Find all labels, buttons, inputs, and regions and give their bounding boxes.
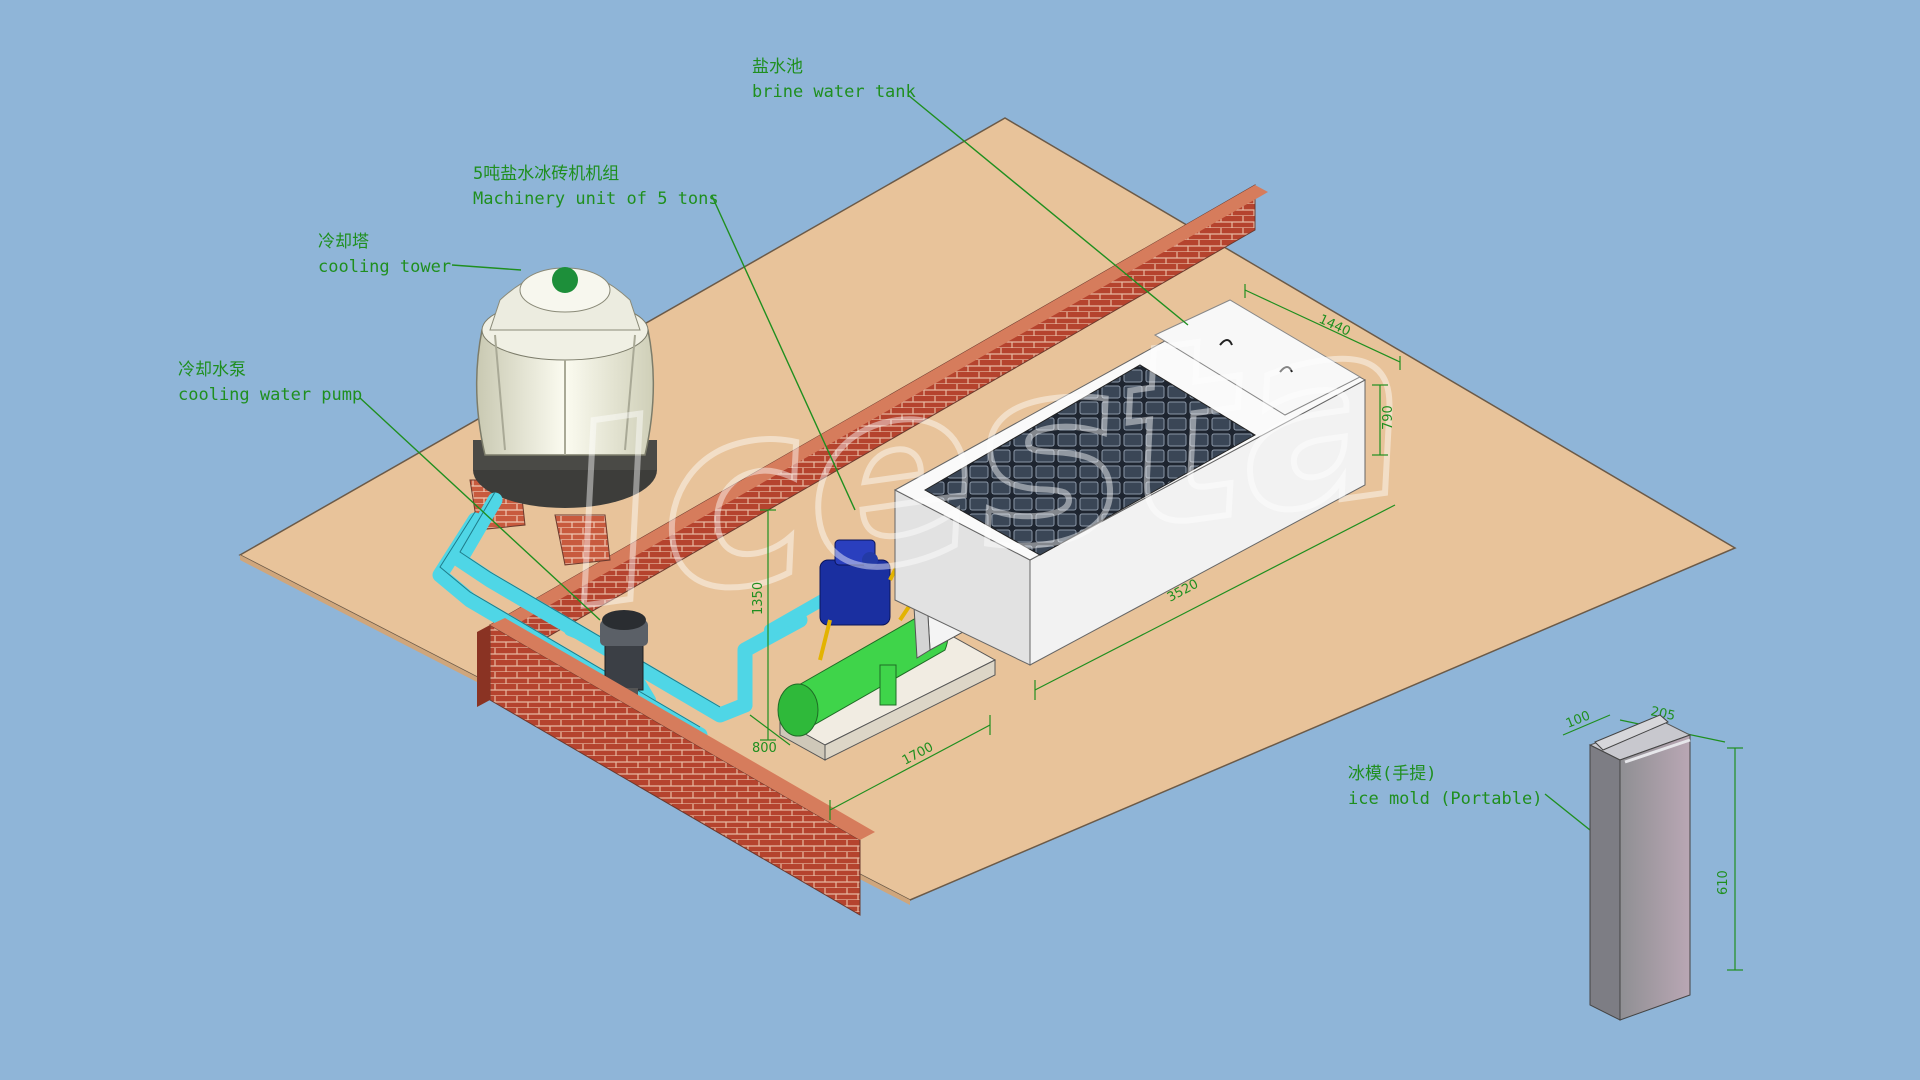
lid-handle-icon-2 — [1279, 366, 1293, 373]
label-cooling-pump-zh: 冷却水泵 — [178, 360, 246, 380]
label-cooling-tower-zh: 冷却塔 — [318, 232, 369, 252]
leader-lines — [359, 94, 1591, 831]
label-cooling-pump-en: cooling water pump — [178, 385, 363, 405]
portable-ice-mold — [1588, 714, 1692, 1021]
label-cooling-tower: 冷却塔 cooling tower — [318, 230, 451, 280]
dim-tank-height: 790 — [1381, 405, 1396, 430]
tank-lid — [1153, 299, 1362, 416]
dimension-lines — [749, 284, 1743, 971]
label-cooling-tower-en: cooling tower — [318, 257, 452, 277]
brick-wall-front — [477, 618, 875, 916]
label-machinery: 5吨盐水冰砖机机组 Machinery unit of 5 tons — [473, 162, 719, 212]
lid-handle-icon — [1219, 339, 1233, 346]
label-machinery-zh: 5吨盐水冰砖机机组 — [473, 164, 620, 184]
label-brine-tank: 盐水池 brine water tank — [752, 55, 916, 105]
label-machinery-en: Machinery unit of 5 tons — [473, 189, 719, 209]
label-ice-mold-zh: 冰模(手提) — [1348, 764, 1437, 784]
receiver-tank — [879, 664, 897, 706]
compressor — [819, 539, 891, 626]
label-ice-mold: 冰模(手提) ice mold (Portable) — [1348, 762, 1542, 812]
brine-water-tank — [893, 299, 1367, 666]
tower-fan-motor-icon — [552, 267, 578, 293]
label-ice-mold-en: ice mold (Portable) — [1348, 789, 1543, 809]
dim-unit-width: 800 — [752, 741, 777, 756]
label-brine-tank-en: brine water tank — [752, 82, 916, 102]
cooling-tower — [469, 267, 657, 566]
dim-mold-height: 610 — [1716, 870, 1731, 895]
label-cooling-pump: 冷却水泵 cooling water pump — [178, 358, 362, 408]
ice-mold-grid — [923, 364, 1256, 556]
mold-handle-icon — [1594, 714, 1669, 751]
dim-unit-height: 1350 — [751, 582, 766, 615]
label-brine-tank-zh: 盐水池 — [752, 57, 803, 77]
